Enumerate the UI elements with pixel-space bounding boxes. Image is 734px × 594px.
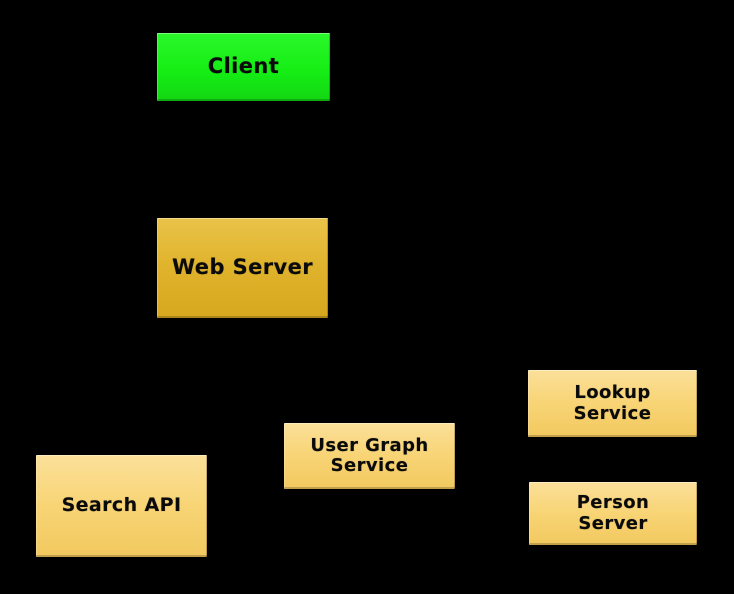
diagram-node-web-server[interactable]: Web Server [157, 218, 328, 318]
diagram-node-label: Lookup Service [573, 382, 652, 424]
diagram-node-user-graph-service[interactable]: User Graph Service [284, 423, 455, 489]
diagram-node-label: Web Server [171, 255, 313, 280]
diagram-node-label: Person Server [576, 492, 650, 534]
diagram-node-client[interactable]: Client [157, 33, 330, 101]
diagram-node-person-server[interactable]: Person Server [529, 482, 697, 545]
diagram-node-label: Search API [61, 494, 182, 517]
diagram-node-search-api[interactable]: Search API [36, 455, 207, 557]
diagram-node-label: User Graph Service [310, 434, 429, 476]
diagram-node-label: Client [207, 54, 280, 79]
diagram-node-lookup-service[interactable]: Lookup Service [528, 370, 697, 437]
